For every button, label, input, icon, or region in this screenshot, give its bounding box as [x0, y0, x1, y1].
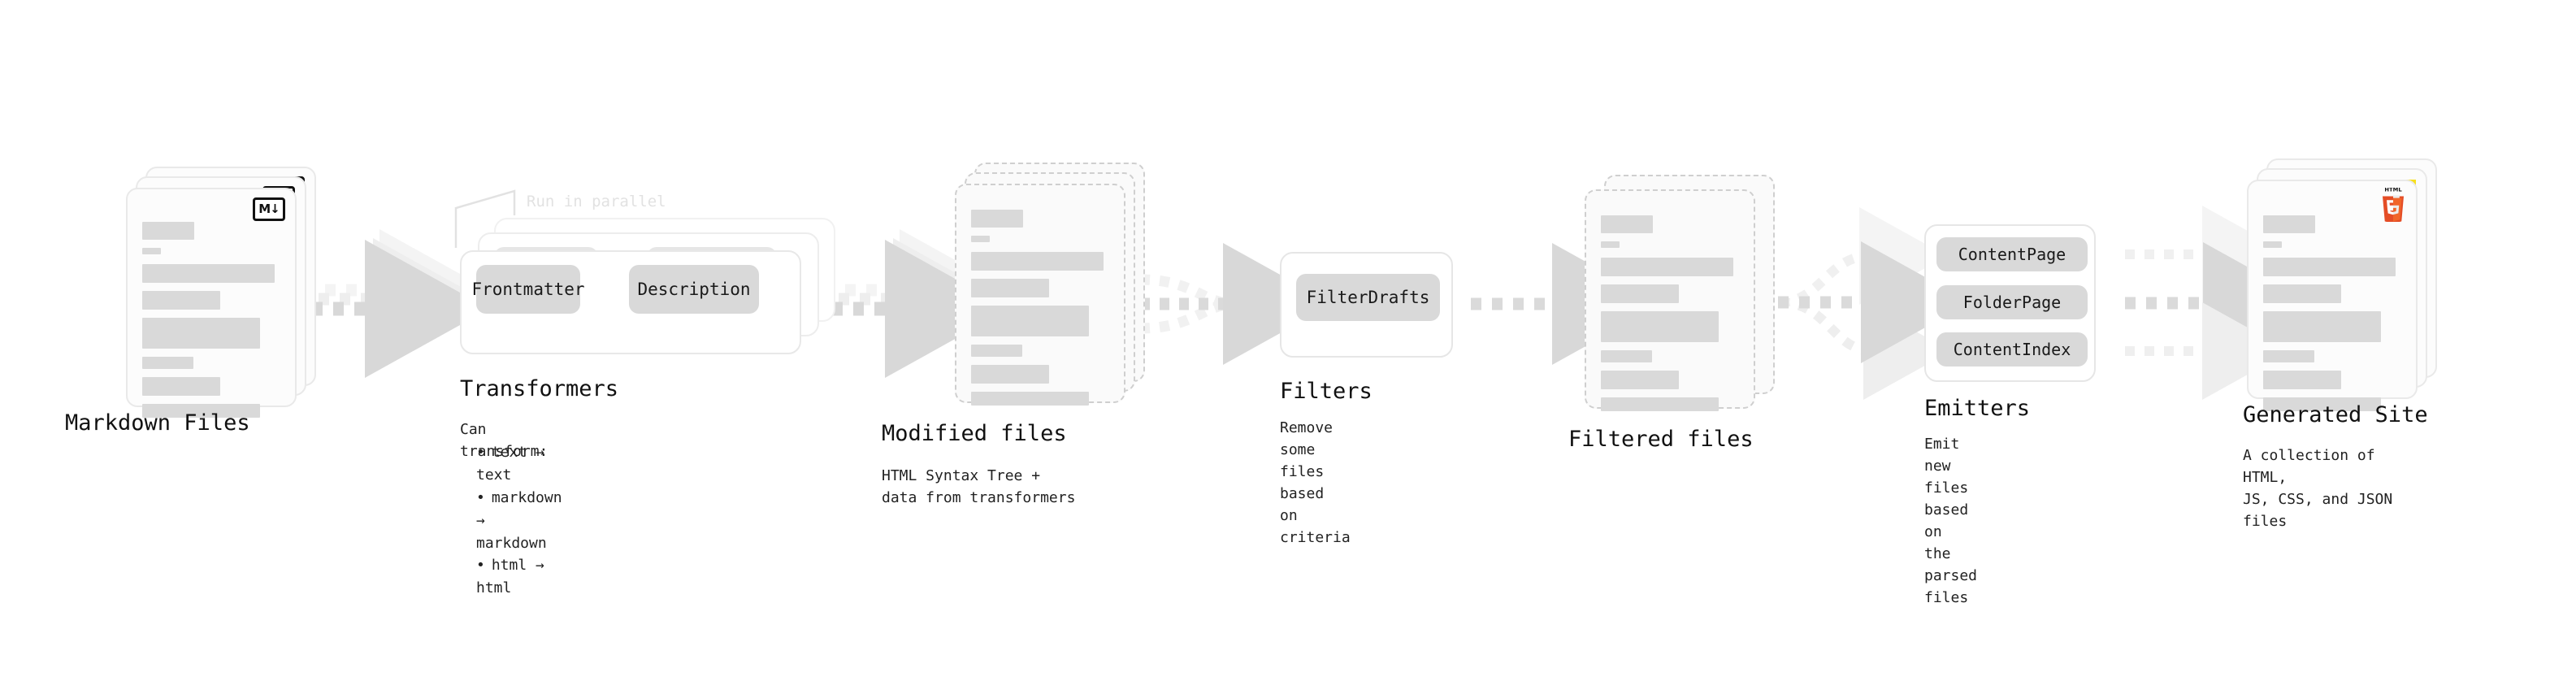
modified-files-caption: HTML Syntax Tree + data from transformer… [882, 467, 1076, 506]
emitters-group[interactable]: ContentPage FolderPage ContentIndex [1924, 224, 2096, 382]
generated-site-title: Generated Site [2243, 402, 2428, 427]
stage-filtered-files: Filtered files [1568, 175, 1775, 452]
card-content-placeholder [1601, 215, 1742, 419]
emitters-caption: Emit new files based on the parsed files [1924, 436, 1978, 606]
filters-caption: Remove some files based on criteria [1280, 419, 1351, 546]
stage-markdown-files: M↓ M↓ M↓ [65, 167, 316, 436]
transformer-group-front[interactable]: Frontmatter Description [460, 250, 801, 354]
filtered-card-front[interactable] [1585, 189, 1755, 411]
filter-chip-filterdrafts[interactable]: FilterDrafts [1296, 274, 1440, 321]
modified-card-front[interactable] [955, 184, 1125, 406]
arrow-transformers-to-modified [832, 229, 1009, 378]
card-content-placeholder [2263, 215, 2405, 419]
filtered-file-stack [1585, 175, 1775, 419]
transform-item-html: html → html [476, 554, 562, 600]
generated-site-caption: A collection of HTML, JS, CSS, and JSON … [2243, 447, 2393, 530]
card-content-placeholder [142, 222, 284, 426]
emitter-chip-contentpage[interactable]: ContentPage [1936, 237, 2088, 271]
html5-icon: HTML [2379, 186, 2408, 224]
filters-title: Filters [1280, 379, 1373, 404]
transformer-chip-description[interactable]: Description [629, 265, 759, 314]
modified-files-title: Modified files [882, 421, 1067, 446]
stage-generated-site: CSS HTML [2243, 158, 2437, 530]
arrow-emitters-to-site [2125, 206, 2313, 400]
filters-group[interactable]: FilterDrafts [1280, 252, 1453, 358]
transform-item-markdown: markdown → markdown [476, 487, 562, 555]
modified-file-stack [955, 163, 1145, 406]
transformer-chip-frontmatter[interactable]: Frontmatter [471, 265, 585, 314]
transform-item-text: text → text [476, 441, 562, 487]
arrow-filtered-to-emitters [1778, 207, 1971, 400]
filtered-files-title: Filtered files [1568, 427, 1754, 452]
transformers-title: Transformers [460, 376, 619, 401]
transformers-caption-list: text → text markdown → markdown html → h… [460, 441, 562, 600]
generated-card-html[interactable]: HTML [2247, 180, 2418, 411]
markdown-card-front[interactable]: M↓ [126, 188, 297, 418]
generated-site-stack: CSS HTML [2247, 158, 2437, 411]
emitter-chip-contentindex[interactable]: ContentIndex [1936, 332, 2088, 367]
arrow-markdown-to-transformers [312, 229, 489, 378]
emitters-title: Emitters [1924, 396, 2031, 421]
svg-text:HTML: HTML [2384, 188, 2402, 193]
run-in-parallel-label: Run in parallel [527, 193, 666, 210]
stage-modified-files: Modified files HTML Syntax Tree + data f… [882, 163, 1145, 506]
emitter-chip-folderpage[interactable]: FolderPage [1936, 285, 2088, 319]
markdown-file-stack: M↓ M↓ M↓ [126, 167, 316, 418]
markdown-icon: M↓ [253, 197, 285, 221]
arrow-modified-to-filters [1139, 243, 1333, 365]
card-content-placeholder [971, 210, 1112, 414]
markdown-files-title: Markdown Files [65, 410, 250, 436]
